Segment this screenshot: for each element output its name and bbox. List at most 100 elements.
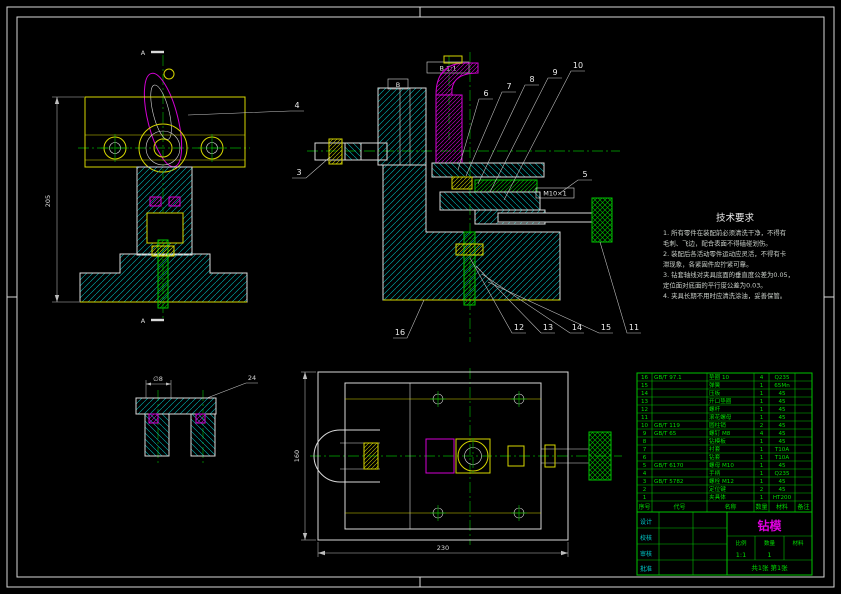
bom-cell: 4 — [643, 471, 647, 477]
tech-req-line: 定位面对底面的平行度公差为0.03。 — [663, 281, 767, 290]
technical-requirements: 技术要求 1. 所有零件在装配前必须清洗干净，不得有 毛刺、飞边，配合表面不得磕… — [663, 212, 794, 300]
bom-cell: 16 — [641, 375, 649, 381]
bolt-hole-left — [101, 134, 129, 162]
bom-cell: T10A — [774, 455, 790, 461]
svg-text:24: 24 — [248, 374, 256, 382]
bom-cell: 45 — [778, 391, 786, 397]
tech-req-line: 2. 装配后各活动零件运动应灵活，不得有卡 — [663, 249, 787, 258]
bom-cell: 5 — [643, 463, 647, 469]
bom-cell: 1 — [760, 455, 764, 461]
bom-cell: 1 — [760, 399, 764, 405]
bom-cell: 1 — [760, 383, 764, 389]
bom-cell: GB/T 6170 — [654, 463, 684, 469]
bom-cell: 10 — [641, 423, 649, 429]
bom-cell: 螺栓 M12 — [709, 477, 734, 485]
scale-value: 1:1 — [736, 551, 746, 559]
bom-cell: 衬套 — [709, 445, 721, 453]
tech-req-line: 滞现象，各紧固件应拧紧可靠。 — [663, 260, 752, 269]
sig-row-audit: 审核 — [640, 550, 652, 558]
plan-holes — [430, 391, 527, 521]
bom-cell: 45 — [778, 463, 786, 469]
bom-cell: GB/T 65 — [654, 431, 677, 437]
bom-cell: 圆柱销 — [709, 421, 726, 429]
bom-cell: 9 — [643, 431, 647, 437]
sig-row-check: 校核 — [640, 534, 652, 542]
bushing-stack — [431, 162, 613, 243]
bom-header: 序号 — [638, 503, 650, 511]
bom-cell: 1 — [760, 407, 764, 413]
bom-cell: 定位键 — [709, 485, 726, 493]
balloon-12: 12 — [514, 323, 524, 332]
bom-cell: 弹簧 — [709, 381, 721, 389]
bom-cell: 手柄 — [709, 469, 721, 477]
svg-text:160: 160 — [293, 450, 301, 462]
clevis-fork — [313, 429, 380, 483]
balloon-5: 5 — [582, 170, 587, 179]
bom-cell: 1 — [760, 463, 764, 469]
bolt-hole-right — [198, 134, 226, 162]
bom-cell: 3 — [643, 479, 647, 485]
bom-cell: 6 — [643, 455, 647, 461]
bom-cell: 1 — [760, 447, 764, 453]
bom-cell: 45 — [778, 423, 786, 429]
bom-cell: 1 — [760, 495, 764, 501]
sheet-count: 共1张 第1张 — [751, 563, 788, 572]
sig-row-approve: 批准 — [640, 565, 652, 573]
material-label: 材料 — [792, 539, 804, 547]
bom-cell: 2 — [760, 423, 764, 429]
bom-header: 数量 — [755, 503, 767, 511]
front-view: A A 205 — [44, 49, 250, 325]
bom-cell: 15 — [641, 383, 649, 389]
bom-cell: 1 — [760, 415, 764, 421]
drill-bushing — [451, 176, 473, 190]
bom-cell: 滚花螺母 — [709, 413, 732, 421]
clamp-stud-section — [463, 231, 476, 306]
bom-cell: 压板 — [709, 389, 721, 397]
dim-plan-side: 160 — [293, 371, 316, 541]
balloon-8: 8 — [529, 75, 534, 84]
bom-cell: HT200 — [773, 495, 792, 501]
bom-cell: 1 — [760, 439, 764, 445]
svg-text:230: 230 — [437, 544, 449, 552]
bom-cell: 45 — [778, 439, 786, 445]
tech-req-title: 技术要求 — [716, 212, 755, 224]
bom-cell: 2 — [760, 487, 764, 493]
detail-view: ∅8 24 — [135, 374, 258, 464]
bom-cell: 螺杆 — [709, 405, 721, 413]
balloon-4: 4 — [294, 101, 299, 110]
qty-label: 数量 — [764, 539, 776, 547]
bom-cell: 1 — [760, 391, 764, 397]
dim-front-height: 205 — [44, 96, 84, 303]
bom-cell: 11 — [641, 415, 649, 421]
balloon-10: 10 — [573, 61, 583, 70]
bom-cell: 螺钉 M8 — [709, 429, 731, 437]
drawing-frame — [6, 6, 835, 588]
bom-cell: T10A — [774, 447, 790, 453]
section-mark-top: A — [141, 49, 146, 57]
bom-cell: 12 — [641, 407, 648, 413]
bom-cell: GB/T 5782 — [654, 479, 684, 485]
bom-cell: GB/T 97.1 — [654, 375, 682, 381]
balloon-9: 9 — [552, 68, 557, 77]
balloon-7: 7 — [506, 82, 511, 91]
sig-row-design: 设计 — [640, 518, 652, 526]
knurled-knob-section — [591, 197, 613, 243]
bom-header: 材料 — [776, 503, 788, 511]
locating-shaft — [314, 138, 388, 165]
bom-cell: 45 — [778, 415, 786, 421]
bom-header: 名称 — [724, 503, 736, 511]
balloon-13: 13 — [543, 323, 553, 332]
bom-header: 备注 — [797, 503, 809, 511]
balloon-14: 14 — [572, 323, 582, 332]
bom-cell: 1 — [760, 479, 764, 485]
datum-label: B — [396, 81, 400, 89]
balloon-3: 3 — [296, 168, 301, 177]
bom-cell: 垫圈 10 — [709, 373, 730, 381]
bom-cell: 45 — [778, 479, 786, 485]
bom-cell: 7 — [643, 447, 647, 453]
dim-detail: ∅8 24 — [145, 374, 258, 399]
section-mark-bottom: A — [141, 317, 146, 325]
